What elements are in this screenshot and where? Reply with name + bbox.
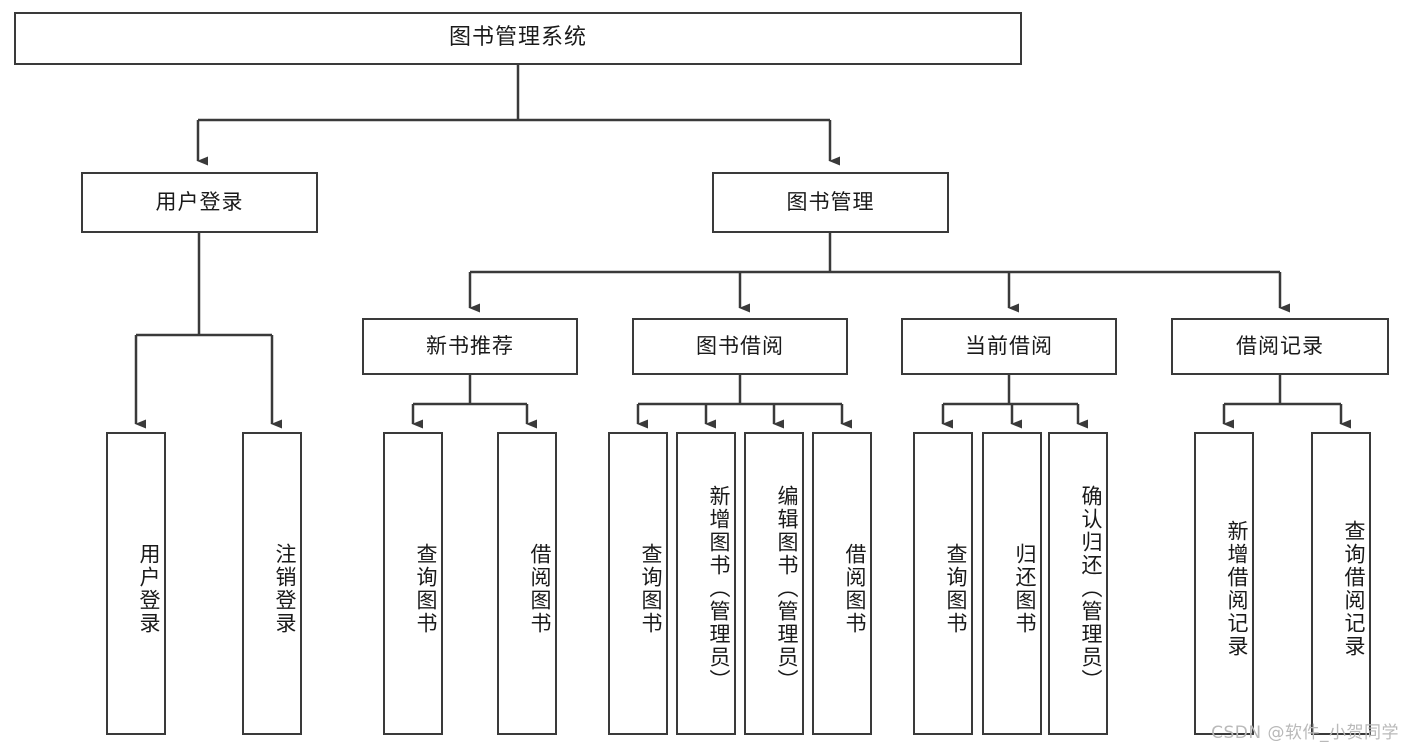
leaf-record-query-record[interactable]: 查询借阅记录 bbox=[1311, 432, 1371, 735]
node-label: 图书借阅 bbox=[696, 333, 784, 358]
node-book-management[interactable]: 图书管理 bbox=[712, 172, 949, 233]
node-label: 查询图书 bbox=[414, 542, 438, 635]
node-label: 图书管理 bbox=[786, 189, 875, 214]
leaf-recommend-query-book[interactable]: 查询图书 bbox=[383, 432, 443, 735]
node-label: 新增图书（管理员） bbox=[707, 485, 731, 692]
node-label: 图书管理系统 bbox=[448, 25, 587, 51]
leaf-borrow-query-book[interactable]: 查询图书 bbox=[608, 432, 668, 735]
node-label: 借阅记录 bbox=[1236, 333, 1324, 358]
node-label: 查询借阅记录 bbox=[1342, 519, 1366, 658]
node-label: 用户登录 bbox=[155, 189, 244, 214]
node-new-book-recommend[interactable]: 新书推荐 bbox=[362, 318, 578, 375]
leaf-recommend-borrow-book[interactable]: 借阅图书 bbox=[497, 432, 557, 735]
node-current-borrow[interactable]: 当前借阅 bbox=[901, 318, 1117, 375]
node-label: 查询图书 bbox=[944, 542, 968, 635]
leaf-current-confirm-return[interactable]: 确认归还（管理员） bbox=[1048, 432, 1108, 735]
node-label: 用户登录 bbox=[137, 542, 161, 635]
leaf-user-login-login[interactable]: 用户登录 bbox=[106, 432, 166, 735]
node-label: 编辑图书（管理员） bbox=[775, 485, 799, 692]
node-label: 查询图书 bbox=[639, 542, 663, 635]
leaf-borrow-edit-book[interactable]: 编辑图书（管理员） bbox=[744, 432, 804, 735]
leaf-borrow-add-book[interactable]: 新增图书（管理员） bbox=[676, 432, 736, 735]
node-label: 借阅图书 bbox=[843, 542, 867, 635]
leaf-record-add-record[interactable]: 新增借阅记录 bbox=[1194, 432, 1254, 735]
node-label: 新书推荐 bbox=[426, 333, 514, 358]
leaf-borrow-borrow-book[interactable]: 借阅图书 bbox=[812, 432, 872, 735]
watermark: CSDN @软件_小贺同学 bbox=[1211, 723, 1399, 743]
node-label: 确认归还（管理员） bbox=[1079, 485, 1103, 692]
node-label: 当前借阅 bbox=[965, 333, 1053, 358]
node-borrow-record[interactable]: 借阅记录 bbox=[1171, 318, 1389, 375]
leaf-user-login-logout[interactable]: 注销登录 bbox=[242, 432, 302, 735]
node-user-login[interactable]: 用户登录 bbox=[81, 172, 318, 233]
leaf-current-query-book[interactable]: 查询图书 bbox=[913, 432, 973, 735]
node-root-system[interactable]: 图书管理系统 bbox=[14, 12, 1022, 65]
node-label: 新增借阅记录 bbox=[1225, 519, 1249, 658]
node-label: 归还图书 bbox=[1013, 542, 1037, 635]
leaf-current-return-book[interactable]: 归还图书 bbox=[982, 432, 1042, 735]
node-label: 借阅图书 bbox=[528, 542, 552, 635]
node-label: 注销登录 bbox=[273, 542, 297, 635]
node-book-borrow[interactable]: 图书借阅 bbox=[632, 318, 848, 375]
